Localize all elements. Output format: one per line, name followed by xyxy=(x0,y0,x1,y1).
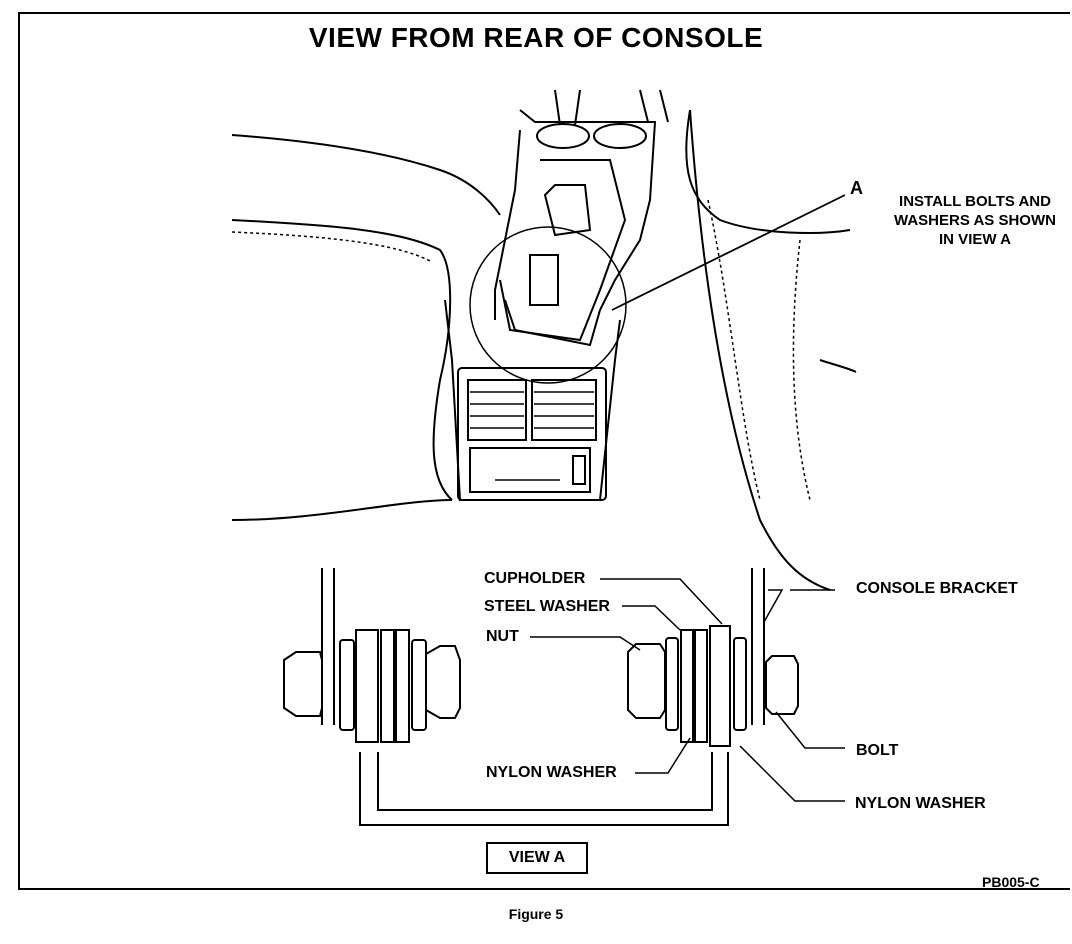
label-console-bracket: CONSOLE BRACKET xyxy=(856,580,1018,597)
view-a-diagram xyxy=(283,568,845,826)
figure-frame xyxy=(18,12,1070,890)
install-note-line-1: INSTALL BOLTS AND xyxy=(899,193,1051,210)
detail-circle-a xyxy=(469,226,627,384)
rear-vent-panel xyxy=(457,367,607,501)
install-note: INSTALL BOLTS AND WASHERS AS SHOWN IN VI… xyxy=(870,192,1072,249)
install-note-line-2: WASHERS AS SHOWN xyxy=(894,212,1056,229)
right-seat-outline xyxy=(685,109,851,234)
left-seat-outline xyxy=(231,134,501,216)
figure-caption: Figure 5 xyxy=(508,906,564,922)
callout-leader xyxy=(611,194,846,311)
left-nut xyxy=(425,645,461,719)
console-bracket-u xyxy=(359,752,729,826)
drawing-code: PB005-C xyxy=(982,874,1040,890)
cupholder-housing xyxy=(519,109,657,311)
install-note-line-3: IN VIEW A xyxy=(939,231,1011,248)
cup-ring-left xyxy=(536,123,590,149)
right-bolt-head xyxy=(765,655,799,715)
label-nylon-washer-left: NYLON WASHER xyxy=(486,764,617,781)
right-nut xyxy=(627,643,666,719)
label-nylon-washer-right: NYLON WASHER xyxy=(855,795,986,812)
view-a-label: VIEW A xyxy=(486,842,588,874)
label-nut: NUT xyxy=(486,628,519,645)
label-bolt: BOLT xyxy=(856,742,899,759)
callout-letter-a: A xyxy=(850,178,863,198)
left-bolt-head xyxy=(283,651,323,717)
left-seat-back xyxy=(231,219,453,501)
diagram-title: VIEW FROM REAR OF CONSOLE xyxy=(308,22,764,53)
label-cupholder: CUPHOLDER xyxy=(484,570,586,587)
label-steel-washer: STEEL WASHER xyxy=(484,598,610,615)
cup-ring-right xyxy=(593,123,647,149)
